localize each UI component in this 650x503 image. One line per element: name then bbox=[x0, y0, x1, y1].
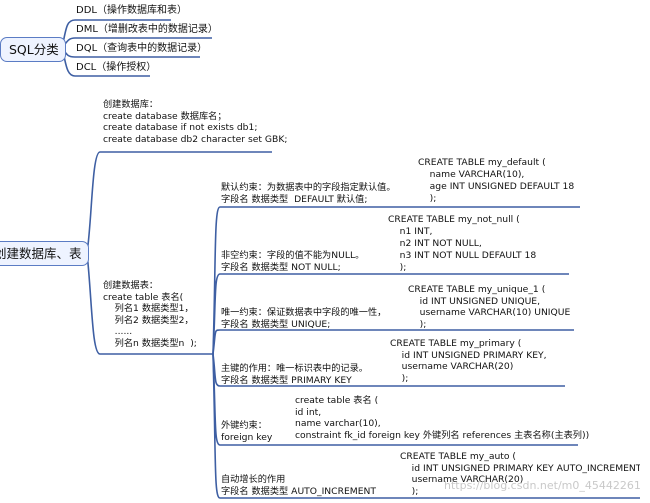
code-line: ); bbox=[388, 262, 407, 273]
create-database-line: create database if not exists db1; bbox=[103, 122, 258, 133]
create-db-table-node[interactable]: 创建数据库、表 bbox=[0, 241, 89, 266]
create-table-line: 列名1 数据类型1， bbox=[103, 303, 194, 314]
code-line: name VARCHAR(10), bbox=[418, 169, 525, 180]
code-line: create table 表名 ( bbox=[295, 395, 379, 406]
code-line: username VARCHAR(10) UNIQUE bbox=[408, 307, 571, 318]
sql-category-item-ddl[interactable]: DDL（操作数据库和表） bbox=[76, 5, 187, 16]
create-database-line: 创建数据库： bbox=[103, 99, 159, 110]
create-table-line: ...... bbox=[103, 326, 133, 337]
code-line: id INT UNSIGNED PRIMARY KEY AUTO_INCREME… bbox=[400, 462, 640, 474]
code-line: CREATE TABLE my_unique_1 ( bbox=[408, 284, 546, 295]
code-line: username VARCHAR(20) bbox=[400, 474, 524, 485]
code-line: id INT UNSIGNED UNIQUE, bbox=[408, 295, 541, 307]
sql-category-item-dcl[interactable]: DCL（操作授权） bbox=[76, 62, 157, 73]
code-line: n1 INT, bbox=[388, 226, 433, 237]
create-table-line: 列名2 数据类型2， bbox=[103, 314, 194, 326]
code-line: id int, bbox=[295, 406, 322, 418]
constraint-label-line: foreign key bbox=[221, 432, 273, 443]
constraint-label-line: 唯一约束：保证数据表中字段的唯一性， bbox=[221, 307, 387, 318]
constraint-label-line: 自动增长的作用 bbox=[221, 474, 286, 485]
watermark: https://blog.csdn.net/m0_45442261 bbox=[444, 479, 641, 492]
sql-category-item-dml[interactable]: DML（增删改表中的数据记录） bbox=[76, 24, 218, 35]
create-database-line: create database 数据库名； bbox=[103, 110, 227, 122]
create-database-line: create database db2 character set GBK; bbox=[103, 133, 288, 145]
constraint-label-line: 字段名 数据类型 PRIMARY KEY bbox=[221, 375, 352, 386]
code-line: CREATE TABLE my_primary ( bbox=[390, 338, 522, 349]
constraint-label-line: 字段名 数据类型 DEFAULT 默认值; bbox=[221, 194, 368, 205]
constraint-label-line: 外键约束： bbox=[221, 420, 267, 431]
constraint-label-line: 字段名 数据类型 AUTO_INCREMENT bbox=[221, 486, 377, 497]
code-line: id INT UNSIGNED PRIMARY KEY, bbox=[390, 349, 547, 361]
code-line: ); bbox=[418, 193, 437, 204]
code-line: username VARCHAR(20) bbox=[390, 361, 514, 372]
constraint-label-line: 字段名 数据类型 UNIQUE; bbox=[221, 319, 331, 330]
code-line: CREATE TABLE my_auto ( bbox=[400, 451, 517, 462]
create-table-line: 创建数据表： bbox=[103, 280, 159, 291]
code-line: constraint fk_id foreign key 外键列名 refere… bbox=[295, 429, 590, 441]
code-line: ); bbox=[390, 372, 409, 384]
code-line: ); bbox=[408, 318, 427, 330]
constraint-label-line: 默认约束：为数据表中的字段指定默认值。 bbox=[221, 182, 396, 193]
create-db-table-title: 创建数据库、表 bbox=[0, 246, 82, 261]
create-table-line: create table 表名( bbox=[103, 291, 184, 303]
constraint-label-line: 非空约束：字段的值不能为NULL。 bbox=[221, 250, 365, 261]
code-line: CREATE TABLE my_not_null ( bbox=[388, 214, 520, 225]
code-line: n2 INT NOT NULL, bbox=[388, 238, 482, 249]
sql-category-title: SQL分类 bbox=[9, 42, 59, 57]
code-line: ); bbox=[400, 485, 419, 497]
auto-increment-constraint-code: CREATE TABLE my_auto ( id INT UNSIGNED P… bbox=[400, 451, 640, 503]
sql-category-item-dql[interactable]: DQL（查询表中的数据记录） bbox=[76, 43, 208, 54]
code-line: age INT UNSIGNED DEFAULT 18 bbox=[418, 181, 575, 192]
sql-category-node[interactable]: SQL分类 bbox=[0, 37, 66, 62]
code-line: n3 INT NOT NULL DEFAULT 18 bbox=[388, 250, 537, 261]
constraint-label-line: 字段名 数据类型 NOT NULL; bbox=[221, 262, 341, 273]
create-table-line: 列名n 数据类型n ); bbox=[103, 337, 197, 349]
code-line: name varchar(10), bbox=[295, 418, 381, 429]
code-line: CREATE TABLE my_default ( bbox=[418, 157, 546, 168]
constraint-label-line: 主键的作用：唯一标识表中的记录。 bbox=[221, 363, 368, 374]
